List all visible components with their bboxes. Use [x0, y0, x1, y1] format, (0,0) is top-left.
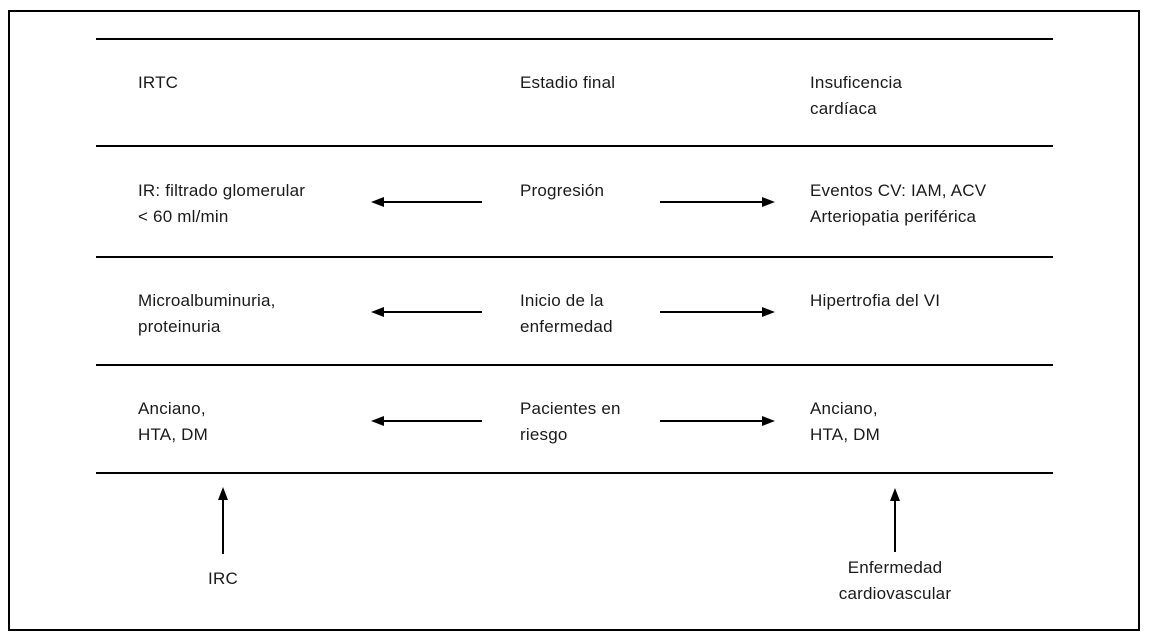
- row-divider-5: [96, 472, 1053, 474]
- row4-right-arrow-icon: [660, 416, 775, 426]
- row3-cardio-label: Hipertrofia del VI: [810, 291, 941, 310]
- row2-left-arrow-icon: [371, 197, 482, 207]
- row2-cardio-label: Eventos CV: IAM, ACV Arteriopatia perifé…: [810, 181, 987, 226]
- cardiovascular-axis-label: Enfermedad cardiovascular: [838, 558, 952, 603]
- row2-renal-label: IR: filtrado glomerular < 60 ml/min: [138, 181, 306, 226]
- row4-cardio-label: Anciano, HTA, DM: [810, 399, 881, 444]
- row2-right-arrow-icon: [660, 197, 775, 207]
- row3-renal-label: Microalbuminuria, proteinuria: [138, 291, 276, 336]
- row-divider-1: [96, 38, 1053, 40]
- row-divider-3: [96, 256, 1053, 258]
- cardiovascular-up-arrow-icon: [889, 488, 901, 552]
- row4-left-arrow-icon: [371, 416, 482, 426]
- row1-renal-label: IRTC: [138, 73, 179, 92]
- row4-renal-label: Anciano, HTA, DM: [138, 399, 209, 444]
- row1-cardio-label: Insuficencia cardíaca: [810, 73, 903, 118]
- row3-left-arrow-icon: [371, 307, 482, 317]
- row3-right-arrow-icon: [660, 307, 775, 317]
- irc-axis-label: IRC: [208, 569, 238, 588]
- row2-stage-label: Progresión: [520, 181, 605, 200]
- row-divider-2: [96, 145, 1053, 147]
- row3-stage-label: Inicio de la enfermedad: [520, 291, 613, 336]
- row4-stage-label: Pacientes en riesgo: [520, 399, 621, 444]
- irc-up-arrow-icon: [217, 487, 229, 554]
- row1-stage-label: Estadio final: [520, 73, 616, 92]
- diagram-border: [8, 10, 1140, 631]
- row-divider-4: [96, 364, 1053, 366]
